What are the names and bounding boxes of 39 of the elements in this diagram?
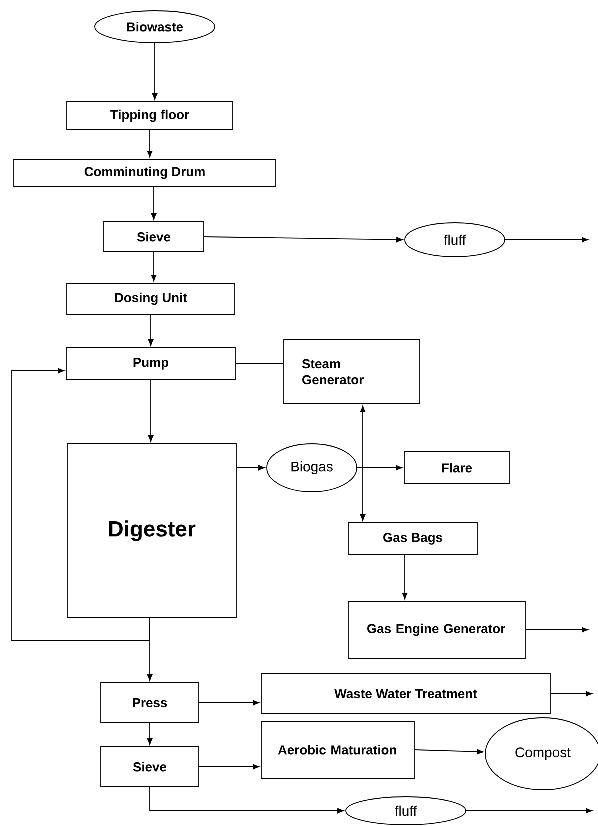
process-box: Flare [404,452,510,484]
process-box: Steam Generator [284,340,420,404]
arrow [148,314,154,346]
process-box: Waste Water Treatment [261,674,551,714]
process-box: Gas Bags [348,522,478,556]
process-box: Press [100,682,200,724]
process-box: Gas Engine Generator [348,601,526,659]
arrow [402,555,408,600]
arrow [152,42,158,100]
arrow [150,787,344,814]
process-box: Sieve [100,746,200,788]
arrow [199,764,260,770]
arrow [199,700,260,706]
arrow [357,468,366,522]
ellipse-node: Biogas [266,444,358,492]
ellipse-node: Biowaste [94,10,216,44]
arrow [148,380,154,442]
process-box: Sieve [104,222,204,252]
arrow [466,808,593,814]
arrow [414,749,484,755]
process-box: Comminuting Drum [14,159,276,187]
arrow [357,406,366,468]
arrow [12,368,150,642]
arrow [550,691,593,697]
process-box: Tipping floor [66,102,234,130]
ellipse-node: fluff [346,796,466,826]
arrow [236,465,266,471]
arrow [151,186,157,220]
arrow [151,252,157,282]
arrow [526,627,589,633]
process-box: Pump [66,348,236,380]
process-box: Aerobic Maturation [261,721,415,779]
arrow [147,723,153,746]
arrow [505,237,589,243]
process-box: Dosing Unit [66,283,236,315]
arrow [147,130,153,158]
arrow [204,236,404,243]
ellipse-node: fluff [404,222,506,258]
process-box: Digester [67,444,237,618]
